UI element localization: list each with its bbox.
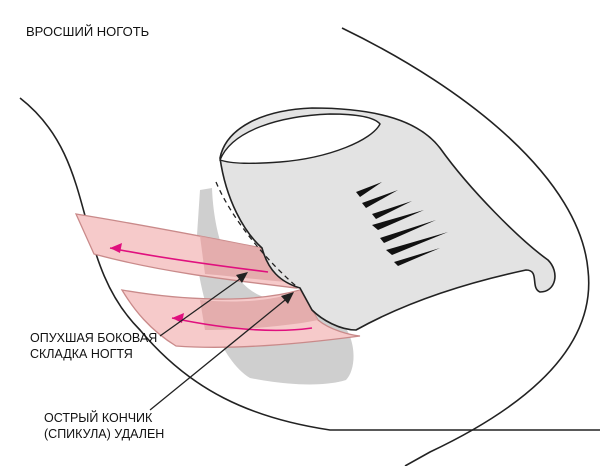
trim-cut-line [215,181,297,287]
nail-lunula [219,113,381,165]
toe-tip-outline [341,27,590,466]
nail-ridge-marks [356,182,448,266]
leader-arrowhead-spicule [281,292,294,304]
arrow-upper-curve [109,247,269,273]
label-swollen-fold-line2: СКЛАДКА НОГТЯ [30,347,133,361]
leader-line-spicule [149,295,291,411]
arrow-upper-head [110,243,122,253]
label-spicule-line2: (СПИКУЛА) УДАЛЕН [44,427,164,441]
label-spicule-line1: ОСТРЫЙ КОНЧИК [44,410,153,425]
nail-plate [219,107,556,331]
toe-outline [19,97,600,431]
leader-line-swollen-fold [159,275,245,337]
swollen-fold-upper-shadow [200,236,288,282]
arrow-lower-curve [171,317,313,332]
label-swollen-fold-line1: ОПУХШАЯ БОКОВАЯ [30,331,157,345]
leader-arrowhead-swollen-fold [236,272,248,283]
diagram-title: ВРОСШИЙ НОГОТЬ [26,24,149,39]
